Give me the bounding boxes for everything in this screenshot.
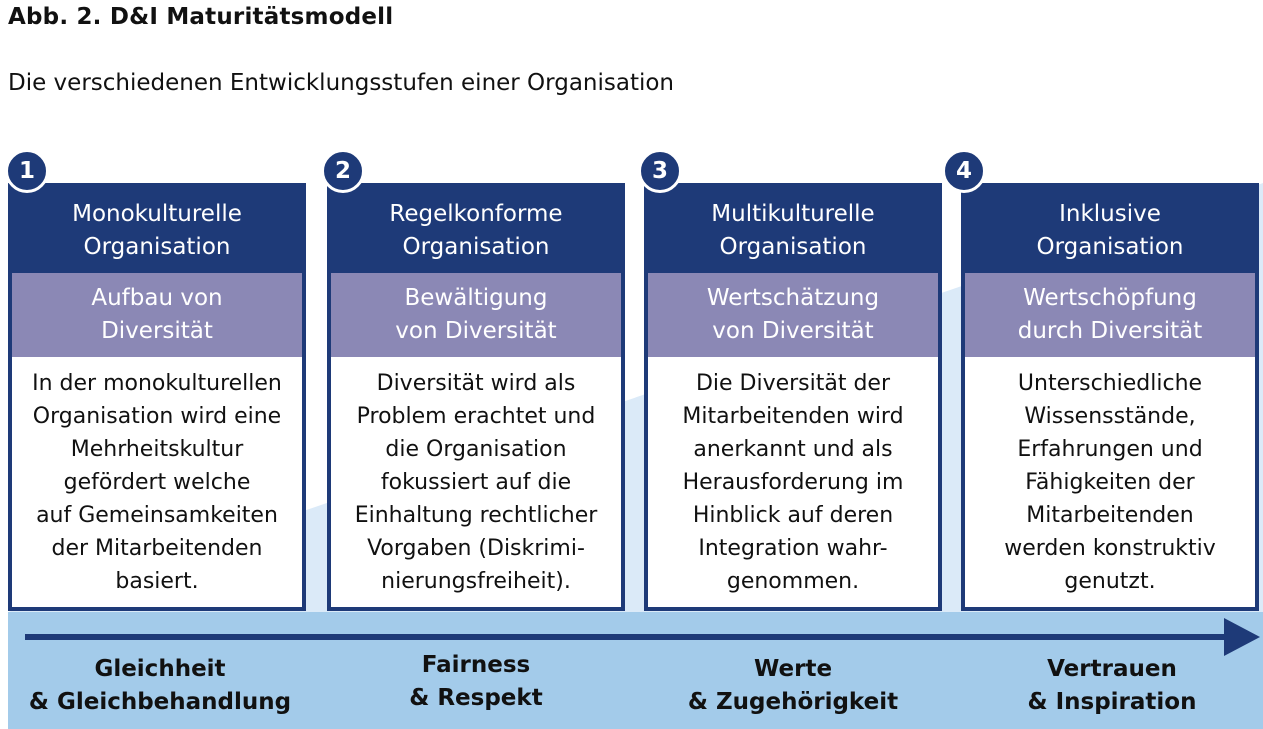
stage-title: Regelkonforme Organisation [389, 201, 563, 260]
stage-subtitle: Wertschätzung von Diversität [648, 273, 938, 357]
growth-ramp [8, 183, 1263, 612]
stage-title: Monokulturelle Organisation [72, 201, 242, 260]
value-label-2: Fairness & Respekt [409, 652, 543, 711]
stage-4-card: Inklusive Organisation Wertschöpfung dur… [961, 183, 1259, 611]
value-label-3: Werte & Zugehörigkeit [687, 656, 899, 715]
stage-subtitle: Wertschöpfung durch Diversität [965, 273, 1255, 357]
stage-description: Unterschiedliche Wissensstände, Erfahrun… [965, 357, 1255, 607]
stage-title: Inklusive Organisation [1036, 201, 1184, 260]
stage-description: Die Diversität der Mitarbeitenden wird a… [648, 357, 938, 607]
stage-2-number-badge: 2 [321, 149, 365, 193]
figure-title: Abb. 2. D&I Maturitätsmodell [8, 4, 394, 30]
stage-subtitle: Bewältigung von Diversität [331, 273, 621, 357]
stage-description: In der monokulturellen Organisation wird… [12, 357, 302, 607]
progress-arrow-head [1224, 618, 1260, 656]
stage-title: Multikulturelle Organisation [711, 201, 875, 260]
stage-1-number-badge: 1 [5, 149, 49, 193]
stage-2-card: Regelkonforme Organisation Bewältigung v… [327, 183, 625, 611]
stage-subtitle: Aufbau von Diversität [12, 273, 302, 357]
stage-description: Diversität wird als Problem erachtet und… [331, 357, 621, 607]
values-band [8, 612, 1263, 729]
stage-1-card: Monokulturelle Organisation Aufbau von D… [8, 183, 306, 611]
value-label-4: Vertrauen & Inspiration [1027, 656, 1197, 715]
value-label-1: Gleichheit & Gleichbehandlung [28, 656, 292, 715]
stage-4-number-badge: 4 [942, 149, 986, 193]
stage-3-card: Multikulturelle Organisation Wertschätzu… [644, 183, 942, 611]
figure-subtitle: Die verschiedenen Entwicklungsstufen ein… [8, 70, 675, 96]
stage-3-number-badge: 3 [638, 149, 682, 193]
